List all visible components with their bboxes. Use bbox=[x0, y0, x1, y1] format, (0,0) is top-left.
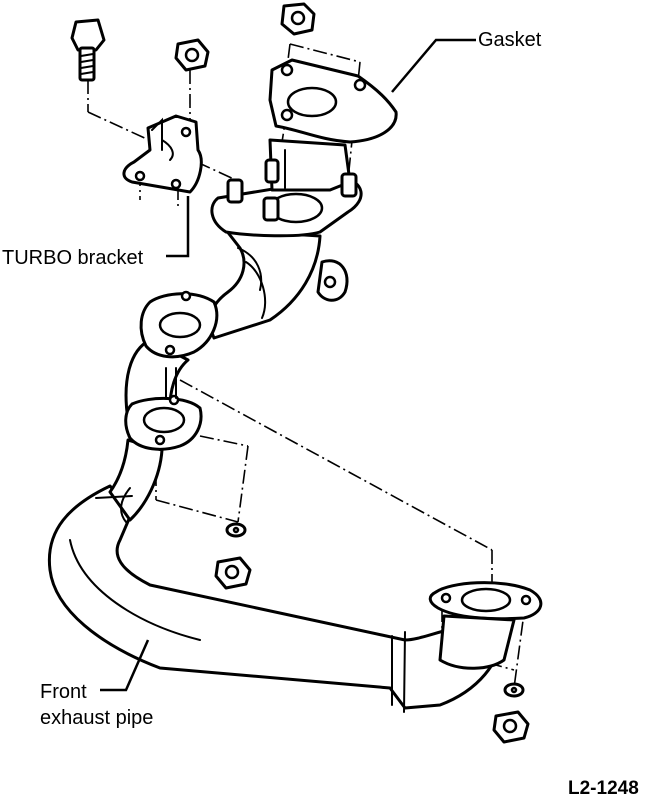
turbo-bracket bbox=[122, 114, 203, 194]
front-exhaust-pipe bbox=[47, 228, 502, 713]
bolt bbox=[70, 18, 106, 82]
turbo-outlet-flange bbox=[210, 138, 363, 238]
turbo-bracket-label: TURBO bracket bbox=[2, 247, 144, 269]
figure-code: L2-1248 bbox=[568, 778, 639, 798]
mid-flange bbox=[139, 290, 219, 359]
nut-bracket bbox=[174, 38, 210, 72]
leader-lines bbox=[100, 38, 476, 692]
rear-pipe-flange bbox=[428, 581, 543, 670]
lower-pipe-flange bbox=[124, 367, 203, 451]
gasket bbox=[268, 58, 398, 144]
washers-and-nuts bbox=[214, 522, 530, 744]
front-exhaust-pipe-label-line2: exhaust pipe bbox=[40, 707, 153, 729]
nut-top bbox=[280, 2, 316, 36]
front-exhaust-pipe-label-line1: Front bbox=[40, 681, 87, 703]
gasket-label: Gasket bbox=[478, 29, 542, 51]
